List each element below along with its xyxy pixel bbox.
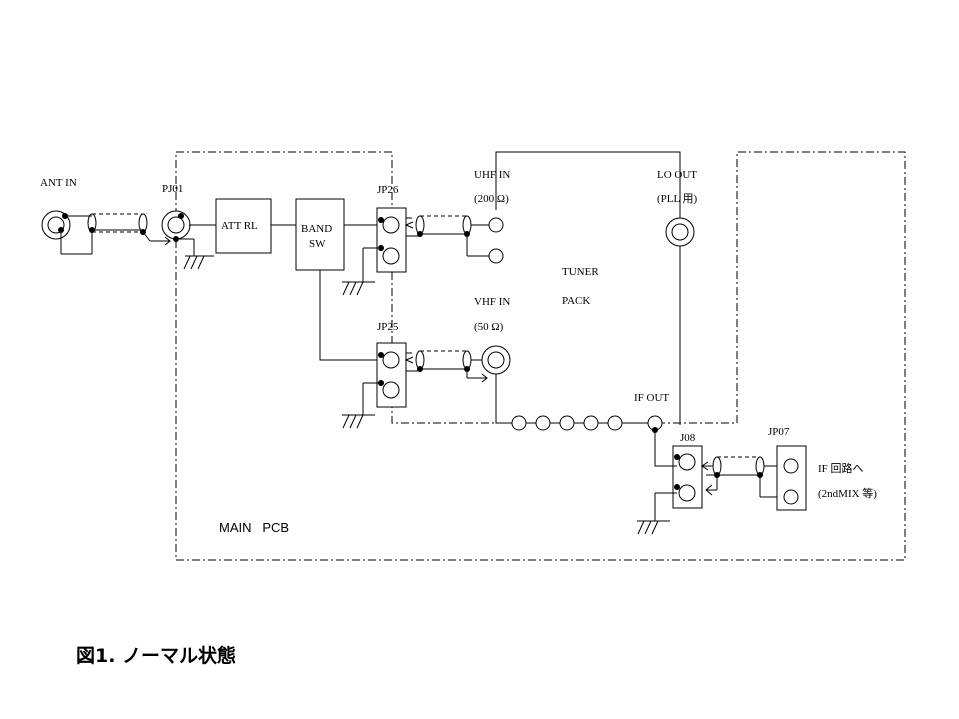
jp25-connector [376,342,407,408]
att-rl-block [215,198,272,254]
if-chain [495,374,663,433]
uhf-in-label: UHF IN [474,169,510,181]
pj01-label: PJ01 [162,183,183,195]
j08-ground-icon [637,492,677,535]
uhf-in-connector [488,217,504,264]
j08-label: J08 [680,432,696,444]
if-out-label: IF OUT [634,392,669,404]
figure-caption: 図1. ノーマル状態 [76,644,236,667]
main-pcb-boundary [175,151,906,561]
ant-in-connector [41,210,71,240]
vhf-in-impedance: (50 Ω) [474,321,504,333]
coax-ant-pj01 [60,213,171,255]
ant-in-label: ANT IN [40,177,77,189]
main-pcb-label: MAIN PCB [219,520,289,535]
jp25-label: JP25 [377,321,399,333]
second-mix-label: (2ndMIX 等) [818,486,877,500]
pack-label: PACK [562,295,590,307]
att-rl-label: ATT RL [221,220,258,232]
jp07-label: JP07 [768,426,790,438]
jp25-ground-icon [342,382,381,429]
coax-j08-jp07 [701,456,783,498]
band-sw-block [295,198,345,271]
j08-connector [672,445,703,509]
jp26-label: JP26 [377,184,399,196]
band-sw-label-1: BAND [301,223,332,235]
tuner-label: TUNER [562,266,599,278]
tuner-pack-boundary [495,151,681,220]
uhf-in-impedance: (200 Ω) [474,193,509,205]
coax-jp26-uhf [404,215,490,257]
lo-out-connector [665,217,695,247]
lo-out-label: LO OUT [657,169,697,181]
lo-out-pll: (PLL 用) [657,193,698,205]
if-circuit-label: IF 回路へ [818,462,864,475]
band-sw-label-2: SW [309,238,326,250]
jp26-connector [376,207,407,273]
coax-jp25-vhf [404,350,488,383]
vhf-in-label: VHF IN [474,296,510,308]
pj01-ground-icon [176,238,214,270]
jp07-connector [776,445,807,511]
vhf-in-connector [481,345,511,375]
jp26-ground-icon [342,247,381,296]
